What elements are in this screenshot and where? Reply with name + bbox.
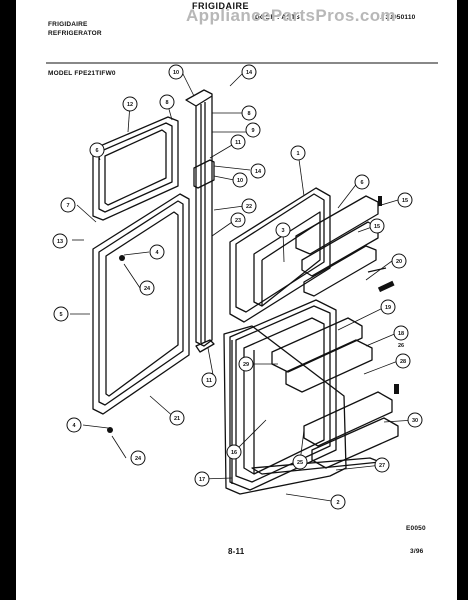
callout-marker — [53, 306, 69, 322]
callout-marker — [230, 134, 246, 150]
header-product-line: REFRIGERATOR — [48, 30, 102, 37]
callout-marker — [354, 174, 370, 190]
callout-label: 5 — [59, 312, 62, 318]
callout-label: 14 — [255, 169, 262, 175]
callout-label: 30 — [412, 418, 418, 424]
door-trim-strips — [185, 89, 215, 353]
fresh-food-door-liner — [229, 299, 337, 491]
callout-marker — [159, 94, 175, 110]
callout-marker — [89, 142, 105, 158]
callout-label: 16 — [231, 450, 237, 456]
callout-label: 1 — [296, 151, 299, 157]
footer-date: 3/96 — [410, 548, 424, 555]
callout-marker — [241, 105, 257, 121]
callout-marker — [250, 163, 266, 179]
callout-label: 11 — [235, 140, 241, 146]
callout-marker — [66, 417, 82, 433]
callout-marker — [395, 353, 411, 369]
watermark: AppliancePartsPros.com — [186, 6, 397, 25]
callout-label: 8 — [165, 100, 168, 106]
callout-label: 10 — [173, 70, 179, 76]
callout-marker — [122, 96, 138, 112]
callout-marker — [391, 253, 407, 269]
callout-label: 19 — [385, 305, 391, 311]
callout-marker — [130, 450, 146, 466]
callout-marker — [241, 198, 257, 214]
footer-code: E0050 — [406, 525, 426, 532]
callout-label: 26 — [398, 343, 404, 349]
callout-marker — [393, 325, 409, 341]
callout-label: 10 — [237, 178, 243, 184]
document-number: LF30050110 — [377, 14, 416, 21]
callout-marker — [139, 280, 155, 296]
callout-label: 22 — [246, 204, 252, 210]
callout-label: 6 — [360, 180, 363, 186]
footer-page-number: 8-11 — [228, 547, 245, 556]
callout-label: 28 — [400, 359, 406, 365]
callout-marker — [374, 457, 390, 473]
freezer-door-shelves — [295, 195, 387, 297]
callout-marker — [292, 454, 308, 470]
callout-label: 23 — [235, 218, 241, 224]
callout-marker — [194, 471, 210, 487]
callout-label: 15 — [374, 224, 380, 230]
callout-label: 12 — [127, 102, 133, 108]
callout-label: 20 — [396, 259, 402, 265]
callout-marker — [407, 412, 423, 428]
callout-marker — [330, 494, 346, 510]
callout-marker — [275, 222, 291, 238]
callout-marker — [232, 172, 248, 188]
callout-marker — [238, 356, 254, 372]
callout-marker — [397, 192, 413, 208]
callout-label: 29 — [243, 362, 249, 368]
callout-label: 9 — [251, 128, 254, 134]
model-number: MODEL FPE21TIFW0 — [48, 70, 116, 77]
callout-marker — [241, 64, 257, 80]
callout-marker — [169, 410, 185, 426]
callout-marker — [245, 122, 261, 138]
fresh-food-door — [92, 193, 190, 415]
callout-label: 24 — [144, 286, 151, 292]
callout-label: 25 — [297, 460, 303, 466]
door-gasket — [223, 325, 347, 495]
callout-label: 21 — [174, 416, 180, 422]
callout-marker — [226, 444, 242, 460]
callout-label: 8 — [247, 111, 250, 117]
callout-marker — [369, 218, 385, 234]
callout-label: 11 — [206, 378, 212, 384]
callout-label: 15 — [402, 198, 408, 204]
header-section-title: DOOR PARTS — [255, 14, 300, 21]
callout-marker — [168, 64, 184, 80]
callout-label: 27 — [379, 463, 385, 469]
callout-label: 14 — [246, 70, 253, 76]
callout-label: 17 — [199, 477, 205, 483]
callout-label: 3 — [281, 228, 284, 234]
callout-marker — [52, 233, 68, 249]
callout-marker — [290, 145, 306, 161]
callout-label: 4 — [72, 423, 76, 429]
header-brand-line: FRIGIDAIRE — [48, 21, 88, 28]
callout-marker — [149, 244, 165, 260]
callout-label: 4 — [155, 250, 159, 256]
callout-marker — [380, 299, 396, 315]
callout-label: 18 — [398, 331, 404, 337]
callout-label: 6 — [95, 148, 98, 154]
callout-label: 2 — [336, 500, 339, 506]
callout-marker — [201, 372, 217, 388]
callout-label: 7 — [66, 203, 69, 209]
brand-logo-text: FRIGIDAIRE — [192, 1, 250, 11]
callout-marker — [60, 197, 76, 213]
callout-marker — [230, 212, 246, 228]
callout-label: 13 — [57, 239, 63, 245]
freezer-door — [92, 116, 179, 221]
callout-label: 24 — [135, 456, 142, 462]
